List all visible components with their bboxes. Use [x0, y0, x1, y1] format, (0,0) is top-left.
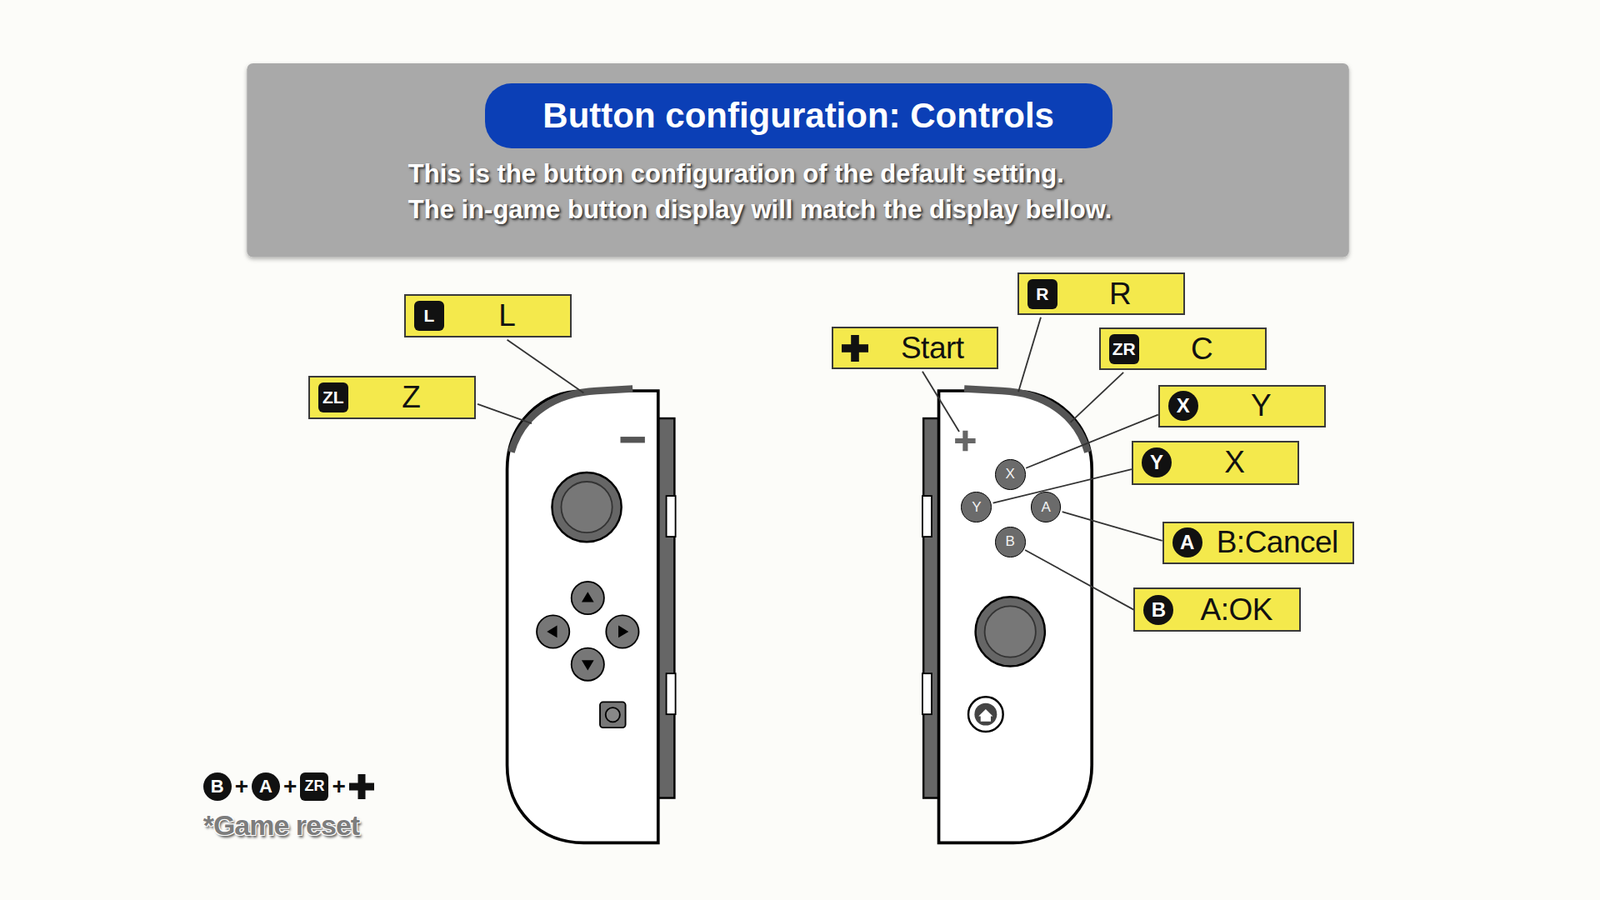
subtitle-text: The in-game button display will match th… — [408, 195, 1113, 225]
button-label-box: Start — [831, 326, 999, 370]
button-letter: A — [1040, 499, 1050, 516]
right-joycon — [922, 389, 1092, 844]
function-label: Z — [348, 380, 466, 415]
leader-line — [1025, 550, 1134, 610]
button-icon: L — [414, 300, 445, 331]
function-label: A:OK — [1173, 592, 1291, 628]
header-panel — [246, 63, 1349, 258]
button-label-box: LL — [404, 294, 572, 339]
button-label-box: ZRC — [1099, 327, 1267, 370]
plus-sign: + — [283, 773, 297, 800]
button-label-box: ZLZ — [308, 375, 476, 420]
subtitle-text: This is the button configuration of the … — [408, 159, 1065, 190]
button-label-box: BA:OK — [1133, 587, 1301, 632]
function-label: Y — [1198, 388, 1316, 424]
button-label-box: XY — [1158, 385, 1326, 428]
function-label: Start — [868, 330, 989, 366]
note-text: *Game reset — [203, 809, 360, 842]
button-label-box: RR — [1017, 272, 1185, 315]
title-text: Button configuration: Controls — [542, 95, 1055, 136]
function-label: C — [1139, 331, 1257, 367]
plus-icon — [349, 774, 375, 800]
button-icon: R — [1027, 279, 1058, 310]
function-label: L — [444, 298, 562, 334]
reset-combo: B+A+ZR+ — [203, 772, 375, 801]
button-icon: B — [1143, 595, 1174, 625]
function-label: X — [1171, 445, 1290, 480]
plus-icon — [841, 335, 869, 362]
button-label-box: AB:Cancel — [1162, 521, 1355, 565]
button-icon: ZR — [300, 772, 329, 801]
button-label-box: YX — [1131, 440, 1300, 485]
leader-lines — [477, 317, 1124, 432]
face-button: A — [1030, 491, 1062, 523]
button-icon: A — [1172, 527, 1203, 558]
button-icon: ZR — [1109, 334, 1140, 365]
button-letter: B — [1005, 533, 1015, 550]
plus-sign: + — [235, 773, 249, 800]
button-letter: Y — [971, 499, 981, 516]
button-icon: A — [251, 772, 280, 801]
button-icon: B — [203, 772, 232, 801]
button-icon: X — [1168, 390, 1199, 421]
function-label: B:Cancel — [1202, 525, 1345, 560]
button-letter: X — [1005, 465, 1015, 483]
function-label: R — [1057, 276, 1175, 312]
leader-line — [1062, 511, 1163, 541]
title-pill: Button configuration: Controls — [485, 83, 1113, 148]
face-button: Y — [960, 491, 992, 523]
button-icon: Y — [1141, 447, 1172, 478]
face-button: X — [995, 459, 1026, 490]
plus-sign: + — [331, 773, 345, 800]
face-button: B — [995, 526, 1026, 558]
left-joycon — [507, 389, 676, 844]
button-icon: ZL — [318, 382, 349, 413]
